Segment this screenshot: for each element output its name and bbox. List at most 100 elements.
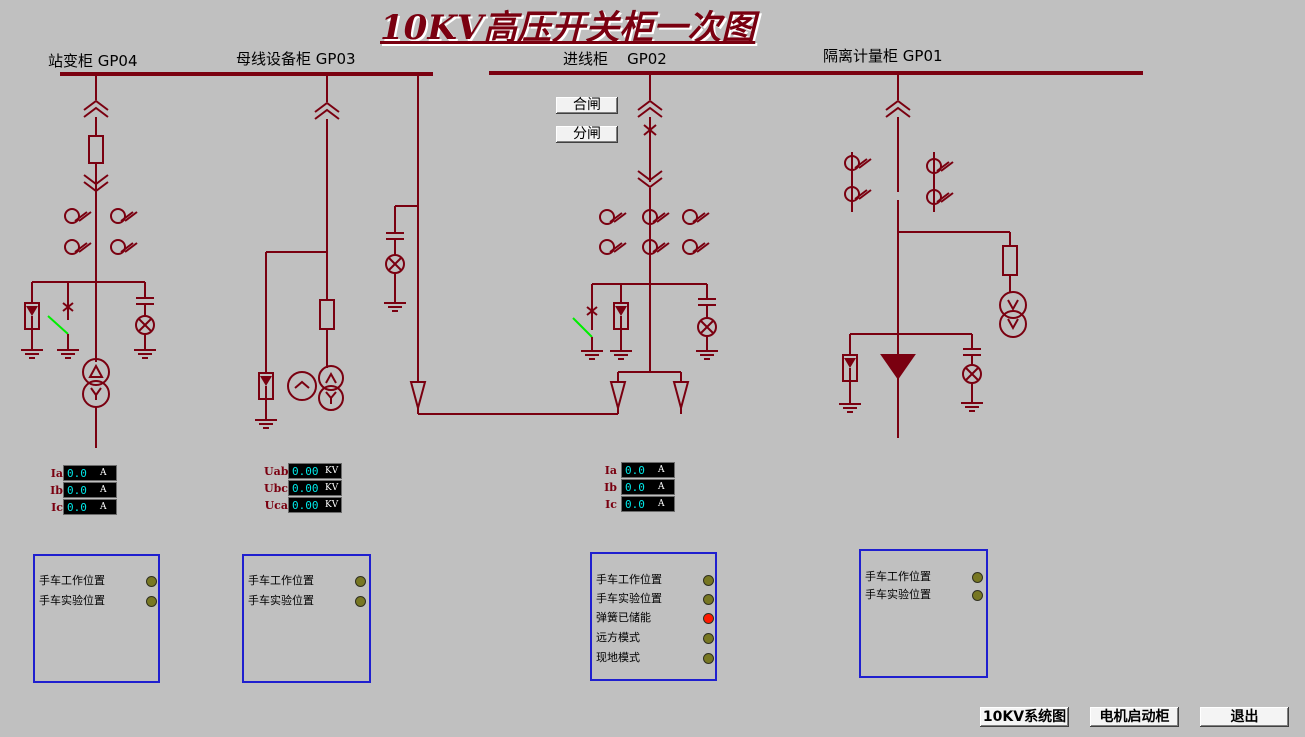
meter-value: 0.0 [67, 467, 87, 480]
meter-unit: A [658, 499, 665, 509]
status-row: 手车实验位置 [865, 587, 983, 603]
meter-label: Ubc [264, 482, 288, 495]
status-label: 手车实验位置 [248, 594, 314, 607]
status-row: 手车实验位置 [596, 591, 714, 607]
open-breaker-button[interactable]: 分闸 [556, 126, 618, 143]
status-label: 手车实验位置 [39, 594, 105, 607]
meter-row: Ia 0.0 A [43, 465, 123, 482]
meter-value: 0.00 [292, 482, 319, 495]
meter-display: 0.0 A [621, 479, 675, 495]
meter-row: Ic 0.0 A [597, 496, 677, 513]
gp01-feeder [838, 73, 1027, 438]
meter-value: 0.0 [67, 501, 87, 514]
meter-unit: KV [325, 500, 339, 510]
meter-row: Ic 0.0 A [43, 499, 123, 516]
meter-display: 0.0 A [63, 465, 117, 481]
meter-display: 0.0 A [621, 496, 675, 512]
meter-label: Ia [604, 464, 617, 477]
meter-display: 0.00 KV [288, 497, 342, 513]
meter-label: Ic [605, 498, 617, 511]
status-led [703, 653, 714, 664]
status-label: 现地模式 [596, 651, 640, 664]
status-row: 现地模式 [596, 650, 714, 666]
status-label: 手车工作位置 [865, 570, 931, 583]
status-row: 手车工作位置 [596, 572, 714, 588]
status-led [703, 613, 714, 624]
status-label: 手车工作位置 [248, 574, 314, 587]
meter-row: Uab 0.00 KV [264, 463, 344, 480]
status-led [703, 633, 714, 644]
gp03-feeder [254, 74, 344, 429]
bus-tie-branch [383, 74, 618, 415]
status-led [146, 576, 157, 587]
status-led [703, 594, 714, 605]
gp04-feeder [20, 74, 157, 448]
status-label: 手车工作位置 [596, 573, 662, 586]
meter-label: Ic [51, 501, 63, 514]
gp02-label: 进线柜 GP02 [563, 50, 667, 68]
status-led [972, 590, 983, 601]
meter-display: 0.0 A [63, 499, 117, 515]
page-title: 10KV高压开关柜一次图 [380, 8, 756, 48]
gp04-label: 站变柜 GP04 [48, 52, 138, 70]
meter-unit: A [100, 502, 107, 512]
gp01-label: 隔离计量柜 GP01 [823, 47, 943, 65]
meter-value: 0.0 [67, 484, 87, 497]
meter-display: 0.00 KV [288, 463, 342, 479]
meter-row: Ib 0.0 A [43, 482, 123, 499]
status-row: 手车实验位置 [248, 593, 366, 609]
meter-unit: A [658, 482, 665, 492]
system-diagram-button[interactable]: 10KV系统图 [980, 707, 1069, 727]
meter-unit: KV [325, 483, 339, 493]
status-row: 手车工作位置 [39, 573, 157, 589]
status-row: 手车工作位置 [865, 569, 983, 585]
meter-value: 0.0 [625, 481, 645, 494]
status-row: 手车实验位置 [39, 593, 157, 609]
meter-row: Uca 0.00 KV [264, 497, 344, 514]
meter-label: Uca [264, 499, 288, 512]
status-led [146, 596, 157, 607]
meter-label: Ib [604, 481, 617, 494]
meter-label: Uab [264, 465, 289, 478]
close-breaker-button[interactable]: 合闸 [556, 97, 618, 114]
gp02-status-panel: 手车工作位置 手车实验位置 弹簧已储能 远方模式 现地模式 [590, 552, 717, 681]
status-row: 手车工作位置 [248, 573, 366, 589]
meter-display: 0.00 KV [288, 480, 342, 496]
gp03-label: 母线设备柜 GP03 [236, 50, 356, 68]
meter-unit: A [100, 468, 107, 478]
gp01-status-panel: 手车工作位置 手车实验位置 [859, 549, 988, 678]
status-label: 手车实验位置 [865, 588, 931, 601]
status-led [355, 596, 366, 607]
motor-start-cabinet-button[interactable]: 电机启动柜 [1090, 707, 1179, 727]
meter-unit: A [100, 485, 107, 495]
status-row: 弹簧已储能 [596, 610, 714, 626]
meter-label: Ia [50, 467, 63, 480]
status-led [703, 575, 714, 586]
meter-row: Ubc 0.00 KV [264, 480, 344, 497]
status-row: 远方模式 [596, 630, 714, 646]
exit-button[interactable]: 退出 [1200, 707, 1289, 727]
meter-label: Ib [50, 484, 63, 497]
status-label: 手车工作位置 [39, 574, 105, 587]
status-label: 弹簧已储能 [596, 611, 651, 624]
status-label: 手车实验位置 [596, 592, 662, 605]
meter-row: Ib 0.0 A [597, 479, 677, 496]
gp04-status-panel: 手车工作位置 手车实验位置 [33, 554, 160, 683]
gp03-status-panel: 手车工作位置 手车实验位置 [242, 554, 371, 683]
meter-value: 0.0 [625, 498, 645, 511]
meter-value: 0.00 [292, 499, 319, 512]
meter-unit: KV [325, 466, 339, 476]
status-led [972, 572, 983, 583]
meter-value: 0.0 [625, 464, 645, 477]
meter-value: 0.00 [292, 465, 319, 478]
status-label: 远方模式 [596, 631, 640, 644]
meter-display: 0.0 A [63, 482, 117, 498]
gp02-feeder [572, 73, 719, 414]
status-led [355, 576, 366, 587]
